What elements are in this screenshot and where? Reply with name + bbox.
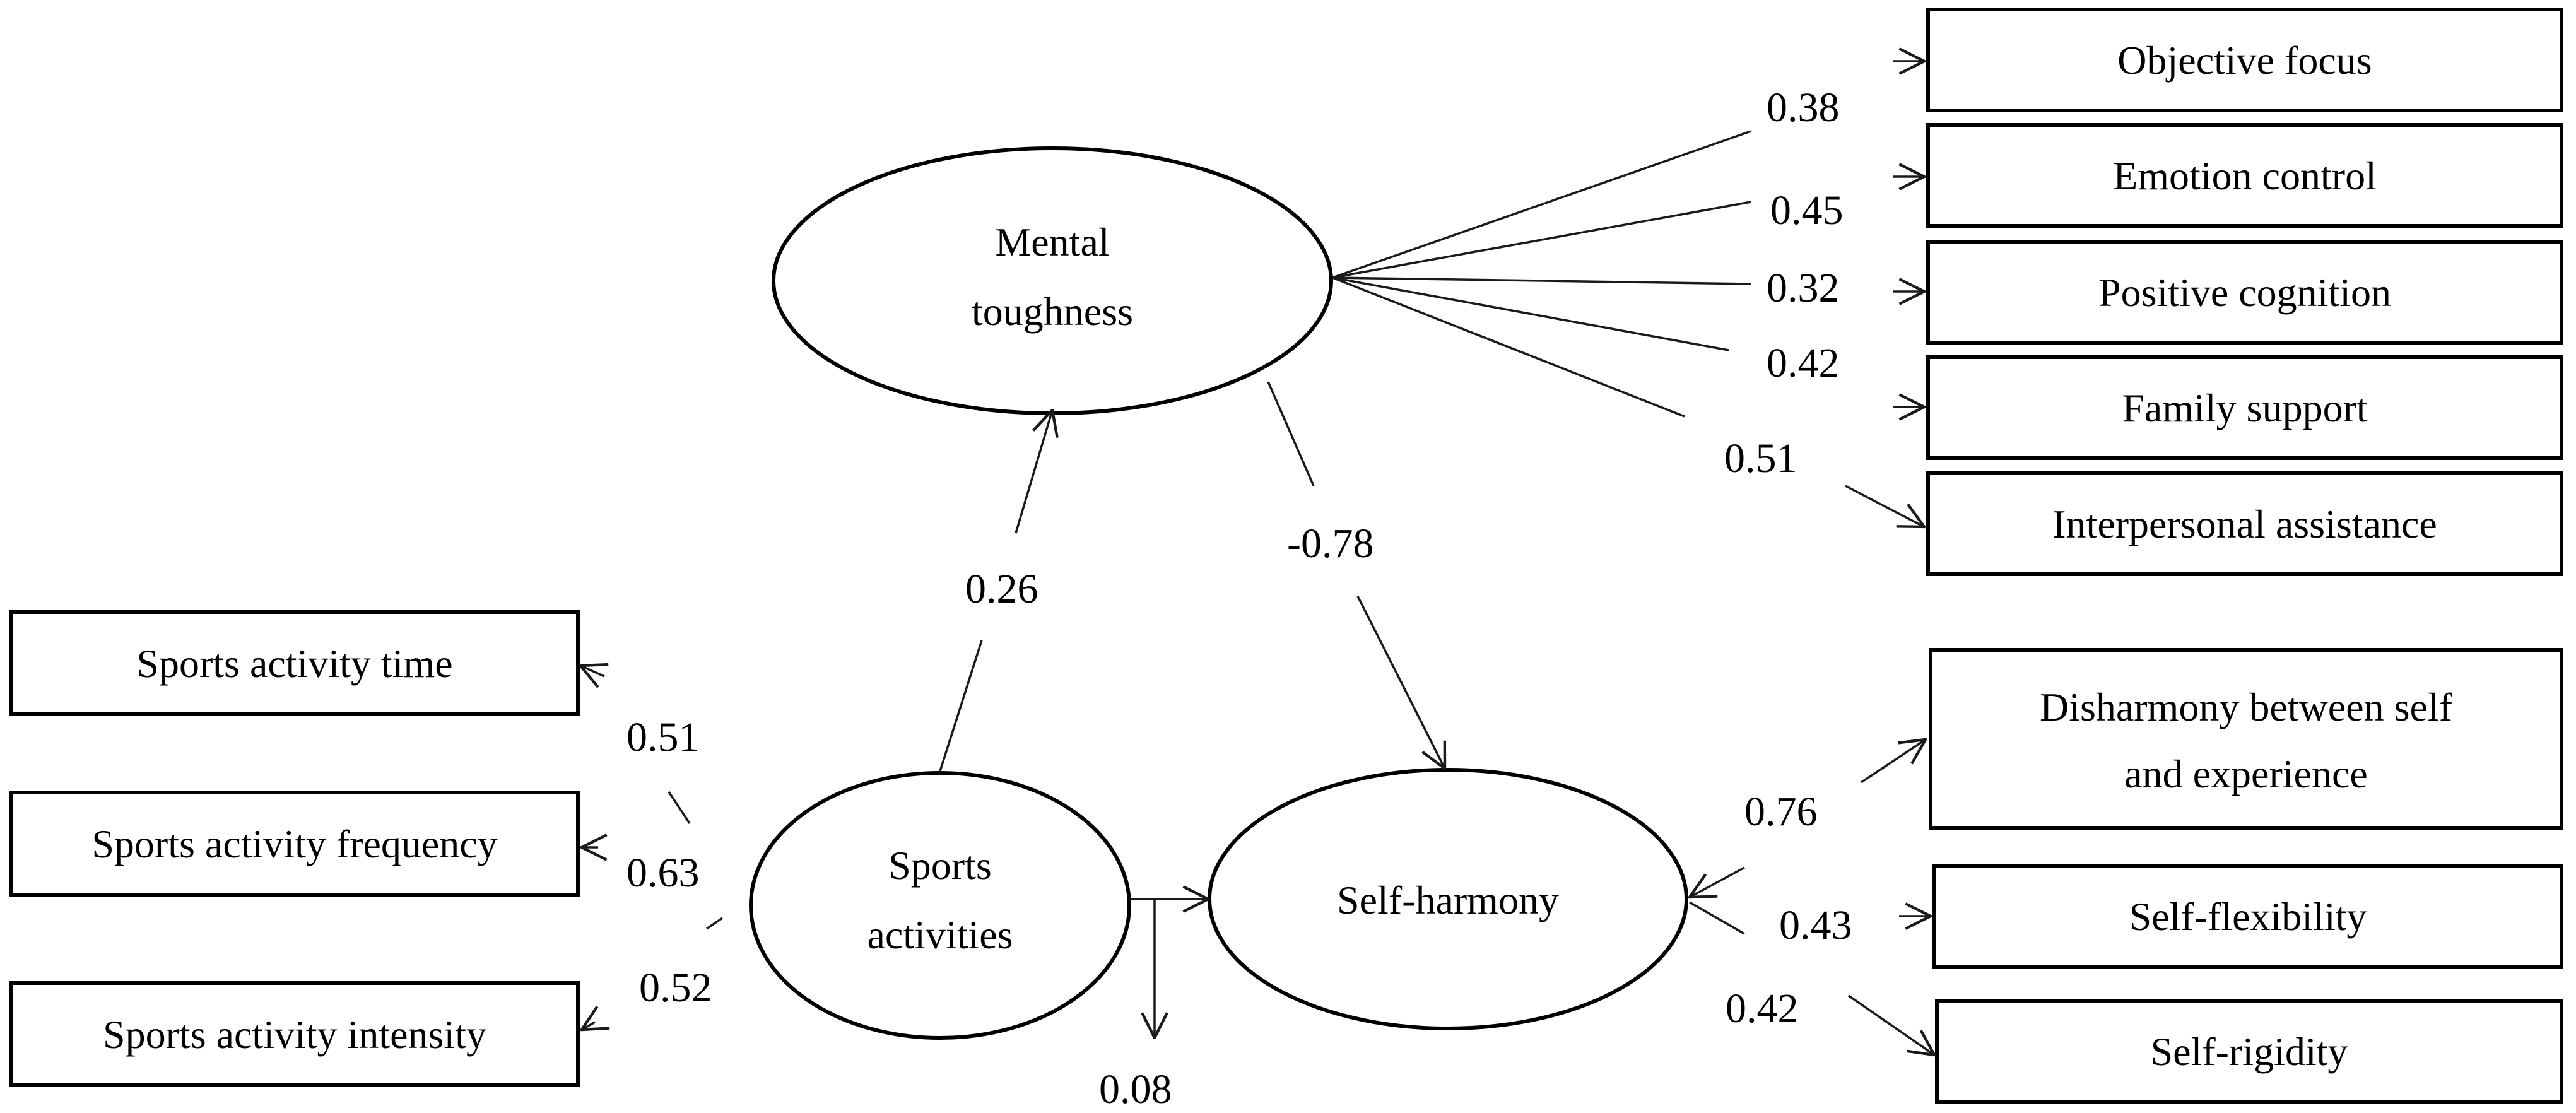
mt-line-family-support — [1332, 276, 1729, 351]
coef-sports-to-mental: 0.26 — [965, 566, 1038, 612]
loading-self-rigidity: 0.42 — [1726, 986, 1799, 1032]
mental-toughness-label-line2: toughness — [972, 289, 1133, 334]
latent-self-harmony: Self-harmony — [1208, 768, 1688, 1030]
loading-sports-activity-frequency: 0.63 — [626, 850, 700, 896]
mental-toughness-label-line1: Mental — [995, 220, 1109, 264]
mental-toughness-loadings: 0.38 0.45 0.32 0.42 0.51 — [1332, 61, 1924, 527]
loading-family-support: 0.42 — [1767, 340, 1840, 386]
loading-sports-activity-intensity: 0.52 — [639, 965, 712, 1011]
indicator-sports-activity-time: Sports activity time — [9, 610, 580, 716]
indicator-emotion-control: Emotion control — [1926, 123, 2563, 228]
positive-cognition-label: Positive cognition — [2098, 270, 2391, 315]
latent-mental-toughness: Mental toughness — [772, 146, 1333, 415]
loading-objective-focus: 0.38 — [1767, 85, 1840, 131]
loading-interpersonal-assistance: 0.51 — [1724, 435, 1797, 481]
latent-sports-activities: Sports activities — [749, 771, 1131, 1040]
sa-arrow-intensity — [582, 1022, 595, 1030]
mt-line-objective-focus — [1332, 130, 1751, 279]
loading-positive-cognition: 0.32 — [1767, 265, 1840, 311]
disharmony-label-line2: and experience — [2124, 751, 2368, 796]
sh-arrow-to-harmony-bottom — [1689, 901, 1745, 935]
sa-arrow-time — [580, 666, 604, 676]
sh-arrow-to-harmony-top — [1690, 866, 1745, 897]
sports-activities-label-line1: Sports — [888, 843, 992, 888]
loading-sports-activity-time: 0.51 — [626, 714, 700, 760]
loading-disharmony: 0.76 — [1744, 789, 1818, 835]
sports-activity-frequency-label: Sports activity frequency — [91, 822, 497, 866]
indicator-positive-cognition: Positive cognition — [1926, 240, 2563, 344]
loading-emotion-control: 0.45 — [1770, 187, 1844, 233]
sa-line-time — [668, 791, 691, 824]
indicator-self-flexibility: Self-flexibility — [1932, 864, 2563, 969]
path-mental-to-harmony-lower — [1356, 596, 1445, 768]
objective-focus-label: Objective focus — [2117, 38, 2372, 83]
emotion-control-label: Emotion control — [2113, 153, 2377, 198]
indicator-disharmony-self-experience: Disharmony between self and experience — [1929, 648, 2563, 830]
sports-activity-intensity-label: Sports activity intensity — [103, 1012, 486, 1057]
family-support-label: Family support — [2122, 386, 2368, 430]
indicator-objective-focus: Objective focus — [1926, 8, 2563, 112]
indicator-sports-activity-intensity: Sports activity intensity — [9, 981, 580, 1087]
indicator-family-support: Family support — [1926, 355, 2563, 460]
self-harmony-label: Self-harmony — [1337, 878, 1559, 922]
structural-paths: 0.26 -0.78 0.08 — [939, 381, 1445, 1112]
interpersonal-assistance-label: Interpersonal assistance — [2052, 502, 2437, 546]
mt-line-emotion-control — [1332, 201, 1751, 279]
indicator-interpersonal-assistance: Interpersonal assistance — [1926, 471, 2563, 576]
self-flexibility-label: Self-flexibility — [2129, 894, 2367, 939]
self-harmony-loadings: 0.76 0.43 0.42 — [1690, 739, 1934, 1055]
disharmony-label-line1: Disharmony between self — [2040, 685, 2453, 729]
indicator-sports-activity-frequency: Sports activity frequency — [9, 791, 580, 897]
self-rigidity-label: Self-rigidity — [2151, 1029, 2348, 1074]
coef-sports-to-harmony: 0.08 — [1099, 1066, 1172, 1112]
sports-activities-loadings: 0.51 0.63 0.52 — [580, 666, 723, 1030]
mt-line-positive-cognition — [1332, 276, 1751, 285]
sports-activities-label-line2: activities — [867, 912, 1013, 957]
sh-line-disharmony — [1861, 739, 1926, 784]
path-sports-to-mental-upper — [1015, 410, 1052, 534]
indicator-self-rigidity: Self-rigidity — [1935, 999, 2563, 1104]
sports-activity-time-label: Sports activity time — [136, 641, 452, 686]
coef-mental-to-harmony: -0.78 — [1287, 521, 1373, 567]
loading-self-flexibility: 0.43 — [1779, 902, 1852, 948]
mt-arrow-interpersonal-assistance — [1845, 485, 1924, 527]
sh-line-rigidity — [1848, 994, 1934, 1055]
path-sports-to-mental-lower — [939, 640, 983, 772]
path-mental-to-harmony-upper — [1267, 381, 1315, 486]
mt-line-interpersonal-assistance — [1332, 276, 1685, 418]
sa-line-intensity — [706, 917, 723, 930]
